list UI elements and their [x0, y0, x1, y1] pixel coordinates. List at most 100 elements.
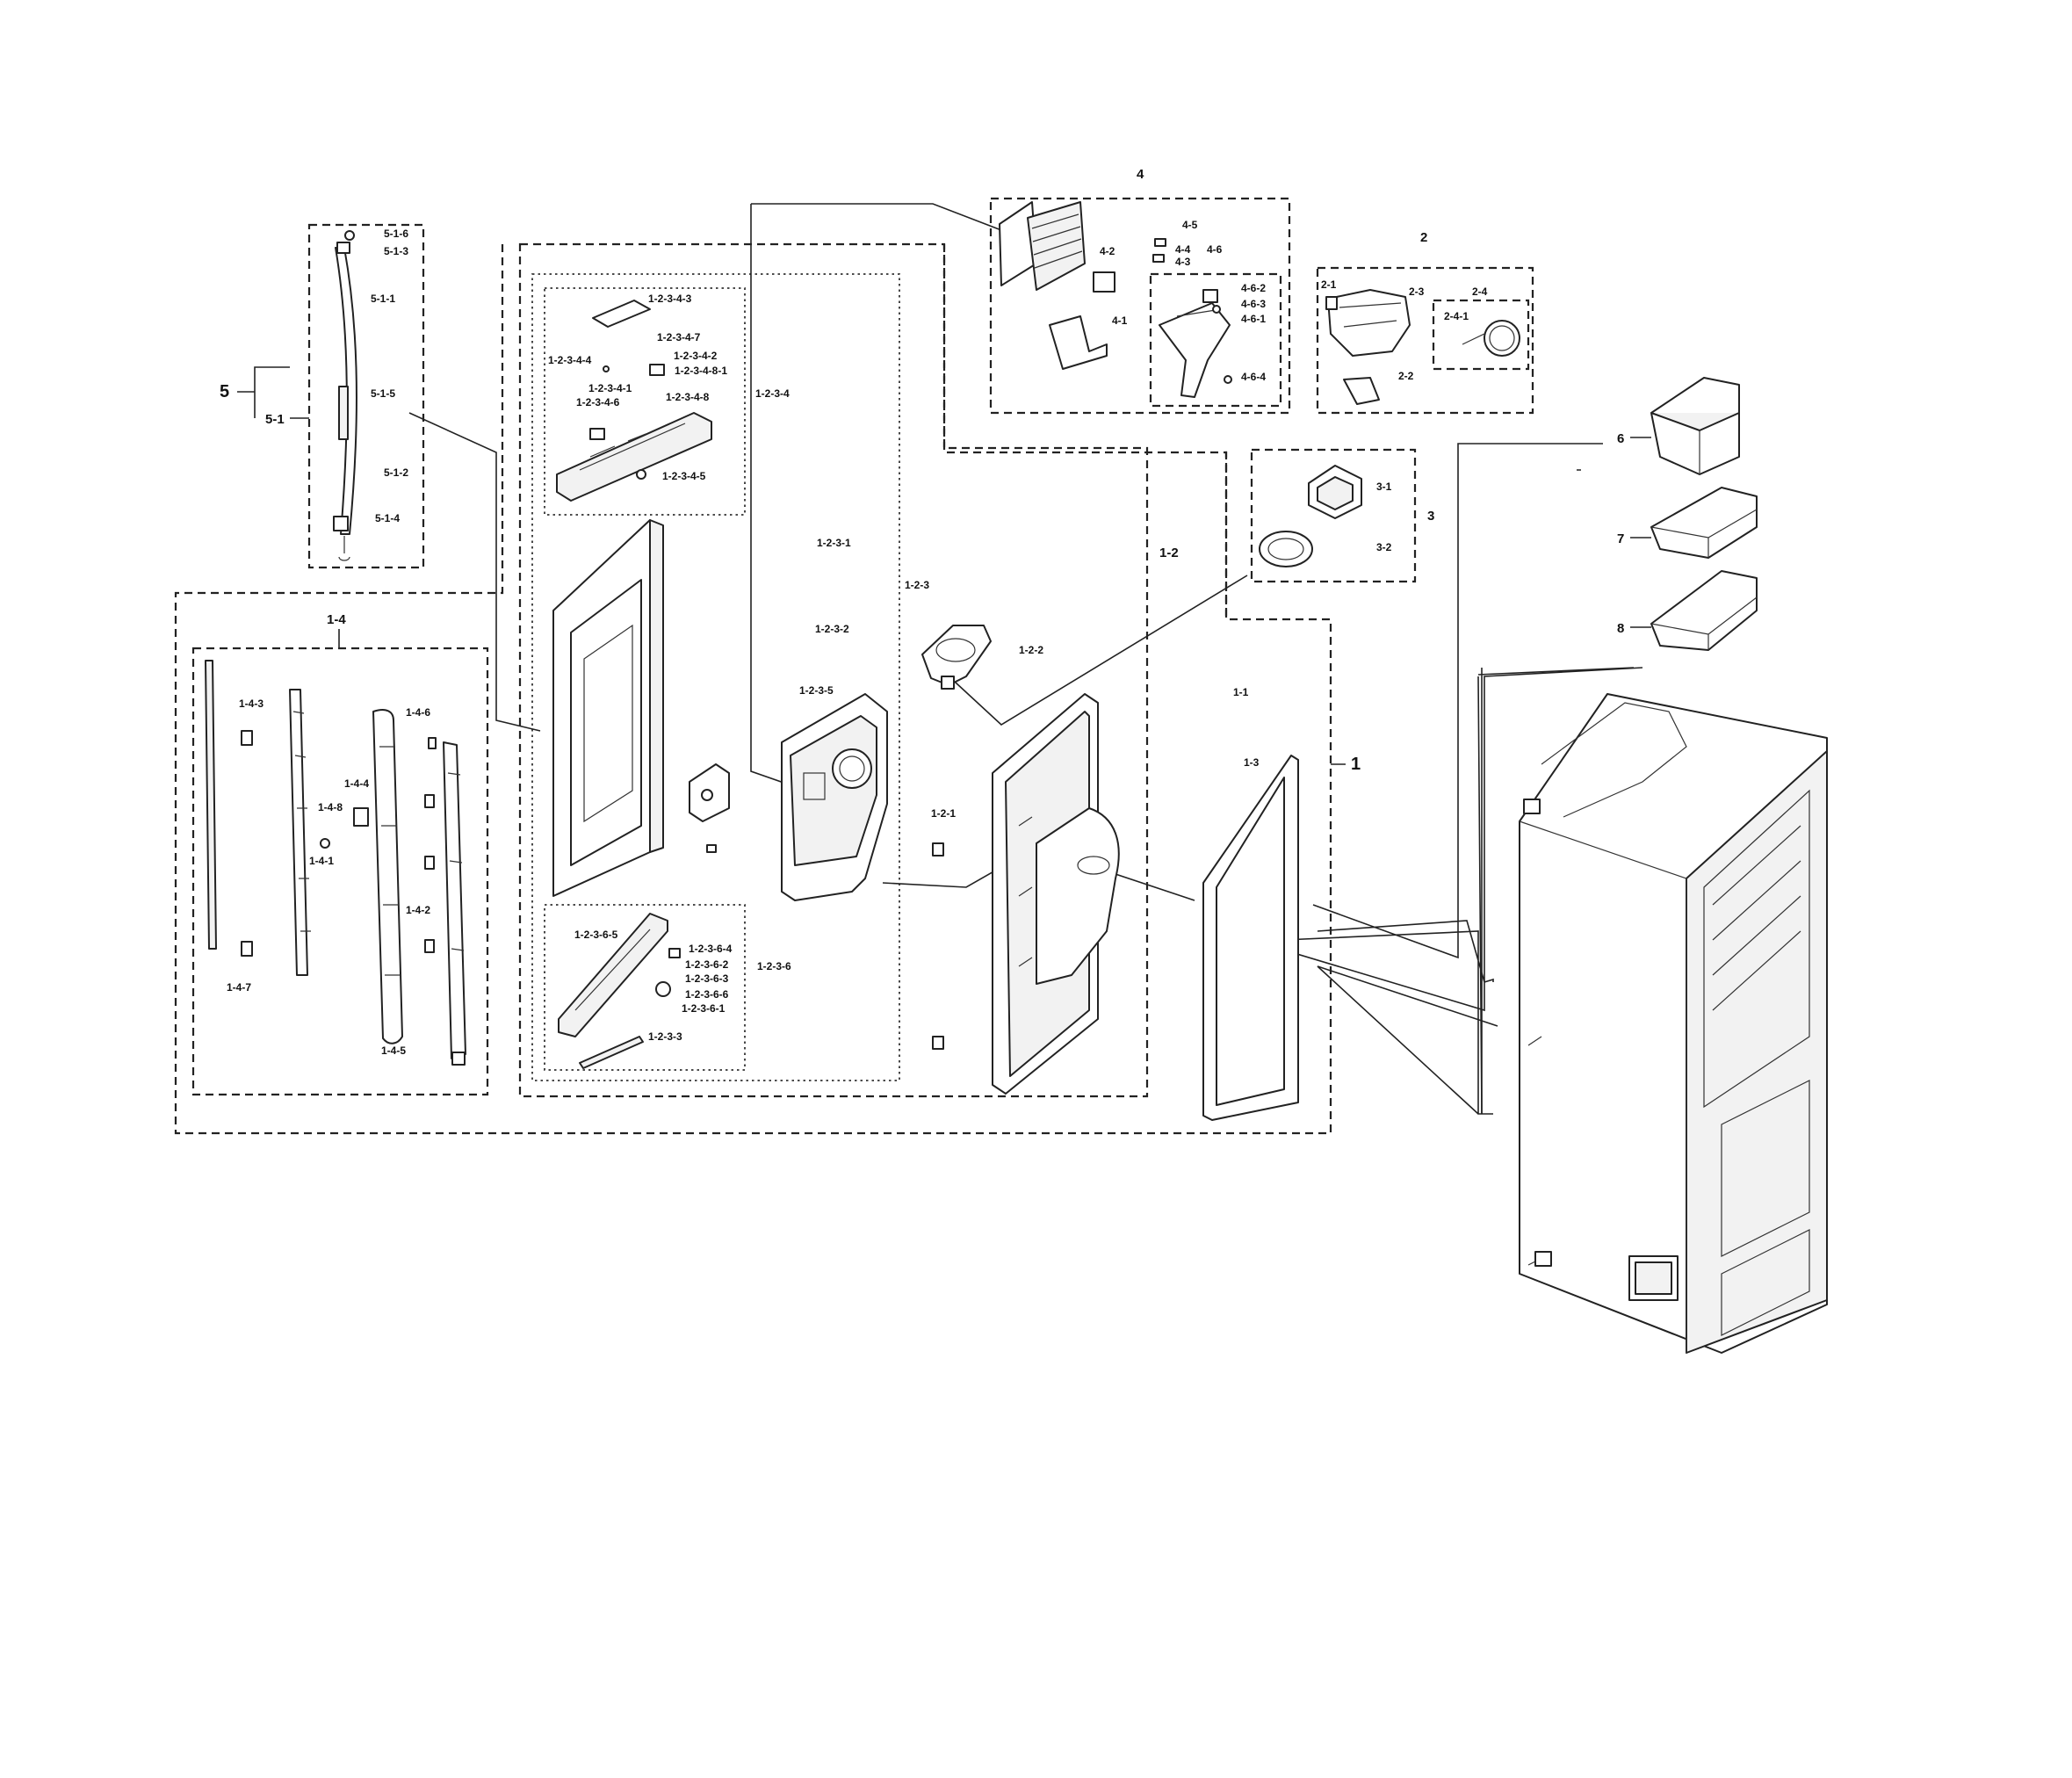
- callout-1-4-8: 1-4-8: [318, 801, 343, 813]
- callout-4-6: 4-6: [1207, 243, 1223, 256]
- callout-1-4-3: 1-4-3: [239, 697, 264, 710]
- callout-5-1-1: 5-1-1: [371, 293, 395, 305]
- callout-1-2-3-4-5: 1-2-3-4-5: [662, 470, 706, 482]
- callout-4-4: 4-4: [1175, 243, 1191, 256]
- callout-5-1: 5-1: [265, 412, 285, 427]
- clip-part-lower: [932, 1036, 944, 1050]
- callout-1-2-1: 1-2-1: [931, 807, 956, 820]
- callout-1-2-3-4-1: 1-2-3-4-1: [588, 382, 632, 394]
- callout-1-4-4: 1-4-4: [344, 777, 369, 790]
- group-box-1-2-3: [531, 273, 900, 1081]
- callout-5-1-5: 5-1-5: [371, 387, 395, 400]
- group-box-4: [989, 197, 1291, 415]
- callout-4-1: 4-1: [1112, 314, 1128, 327]
- callout-8: 8: [1617, 621, 1624, 636]
- refrigerator-cabinet-part: [1519, 693, 1828, 1354]
- callout-1-2-3: 1-2-3: [905, 579, 929, 591]
- callout-1-2-3-4-4: 1-2-3-4-4: [548, 354, 592, 366]
- callout-5-1-3: 5-1-3: [384, 245, 408, 257]
- callout-3-1: 3-1: [1376, 481, 1392, 493]
- callout-1-1: 1-1: [1233, 686, 1249, 698]
- leader-lines-rear: [1317, 667, 1635, 1114]
- callout-1-2-3-4-3: 1-2-3-4-3: [648, 293, 692, 305]
- callout-4-5: 4-5: [1182, 219, 1198, 231]
- dispenser-panel-part: [556, 300, 712, 502]
- callout-1-2-3-4-8-1: 1-2-3-4-8-1: [675, 365, 727, 377]
- door-gasket-part: [1202, 755, 1299, 1121]
- callout-1-2-3-3: 1-2-3-3: [648, 1030, 682, 1043]
- spring-part: [579, 1036, 644, 1069]
- callout-4-3: 4-3: [1175, 256, 1191, 268]
- callout-5: 5: [220, 382, 229, 401]
- inner-door-liner-part: [992, 693, 1120, 1095]
- callout-1-2-3-4-8: 1-2-3-4-8: [666, 391, 710, 403]
- callout-1-4-5: 1-4-5: [381, 1044, 406, 1057]
- callout-1-4-1: 1-4-1: [309, 855, 334, 867]
- callout-2-4: 2-4: [1472, 285, 1488, 298]
- callout-1-2-3-6-6: 1-2-3-6-6: [685, 988, 729, 1001]
- group-box-5: [307, 223, 425, 569]
- callout-5-brackets: [237, 366, 309, 419]
- callout-3: 3: [1427, 509, 1434, 524]
- callout-4-6-1: 4-6-1: [1241, 313, 1266, 325]
- group-box-1-top: [942, 244, 1228, 619]
- callout-1-4-2: 1-4-2: [406, 904, 430, 916]
- callout-4-6-2: 4-6-2: [1241, 282, 1266, 294]
- door-bin-6-part: [1650, 377, 1740, 475]
- callout-1-2-3-4: 1-2-3-4: [755, 387, 790, 400]
- callout-6: 6: [1617, 431, 1624, 446]
- callout-4-6-3: 4-6-3: [1241, 298, 1266, 310]
- door-outer-panel-part: [552, 519, 664, 897]
- door-bin-7-part: [1650, 487, 1758, 559]
- auger-motor-assembly-part: [1325, 289, 1520, 405]
- callout-1-2-3-6-5: 1-2-3-6-5: [574, 929, 618, 941]
- callout-2-3: 2-3: [1409, 285, 1425, 298]
- callout-1-2-3-6-2: 1-2-3-6-2: [685, 958, 729, 971]
- clip-part: [932, 842, 944, 856]
- door-bin-8-part: [1650, 570, 1758, 651]
- callout-1-2-3-2: 1-2-3-2: [815, 623, 849, 635]
- callout-2-4-1: 2-4-1: [1444, 310, 1469, 322]
- bin-leaders: [1630, 437, 1651, 628]
- callout-5-1-2: 5-1-2: [384, 466, 408, 479]
- callout-1-4: 1-4: [327, 612, 346, 627]
- callout-1-2-3-4-6: 1-2-3-4-6: [576, 396, 620, 408]
- callout-1-3: 1-3: [1244, 756, 1260, 769]
- callout-2-2: 2-2: [1398, 370, 1414, 382]
- callout-4: 4: [1137, 167, 1144, 182]
- callout-1-2-3-6-1: 1-2-3-6-1: [682, 1002, 726, 1015]
- group-box-2: [1316, 266, 1534, 415]
- ice-chute-part: [921, 625, 992, 690]
- callout-4-2: 4-2: [1100, 245, 1115, 257]
- control-board-part: [558, 913, 681, 1037]
- callout-1-4-7: 1-4-7: [227, 981, 251, 994]
- callout-1-2-3-5: 1-2-3-5: [799, 684, 834, 697]
- callout-7: 7: [1617, 531, 1624, 546]
- callout-1-2: 1-2: [1159, 546, 1179, 560]
- callout-5-1-6: 5-1-6: [384, 228, 408, 240]
- ice-maker-assembly-part: [999, 201, 1232, 398]
- group-box-1-4: [191, 647, 489, 1096]
- callout-1-2-3-6-3: 1-2-3-6-3: [685, 972, 729, 985]
- callout-1-4-6: 1-4-6: [406, 706, 430, 719]
- callout-1-2-3-6-4: 1-2-3-6-4: [689, 943, 733, 955]
- callout-5-1-4: 5-1-4: [375, 512, 400, 524]
- dispenser-housing-part: [781, 693, 888, 901]
- callout-1-2-3-1: 1-2-3-1: [817, 537, 851, 549]
- group-box-3: [1250, 448, 1417, 583]
- callout-2: 2: [1420, 230, 1427, 245]
- door-trim-strips-part: [205, 660, 466, 1066]
- callout-1-2-3-6: 1-2-3-6: [757, 960, 791, 972]
- callout-1-2-2: 1-2-2: [1019, 644, 1043, 656]
- hinge-bracket-part: [689, 763, 730, 853]
- callout-4-6-4: 4-6-4: [1241, 371, 1266, 383]
- door-handle-part: [333, 230, 357, 561]
- seal-rings-part: [1259, 465, 1362, 567]
- callout-3-2: 3-2: [1376, 541, 1392, 553]
- callout-2-1: 2-1: [1321, 278, 1337, 291]
- group-box-2-4: [1432, 299, 1530, 371]
- callout-1-2-3-4-2: 1-2-3-4-2: [674, 350, 718, 362]
- callout-1-2-3-4-7: 1-2-3-4-7: [657, 331, 701, 343]
- callout-1: 1: [1351, 755, 1361, 774]
